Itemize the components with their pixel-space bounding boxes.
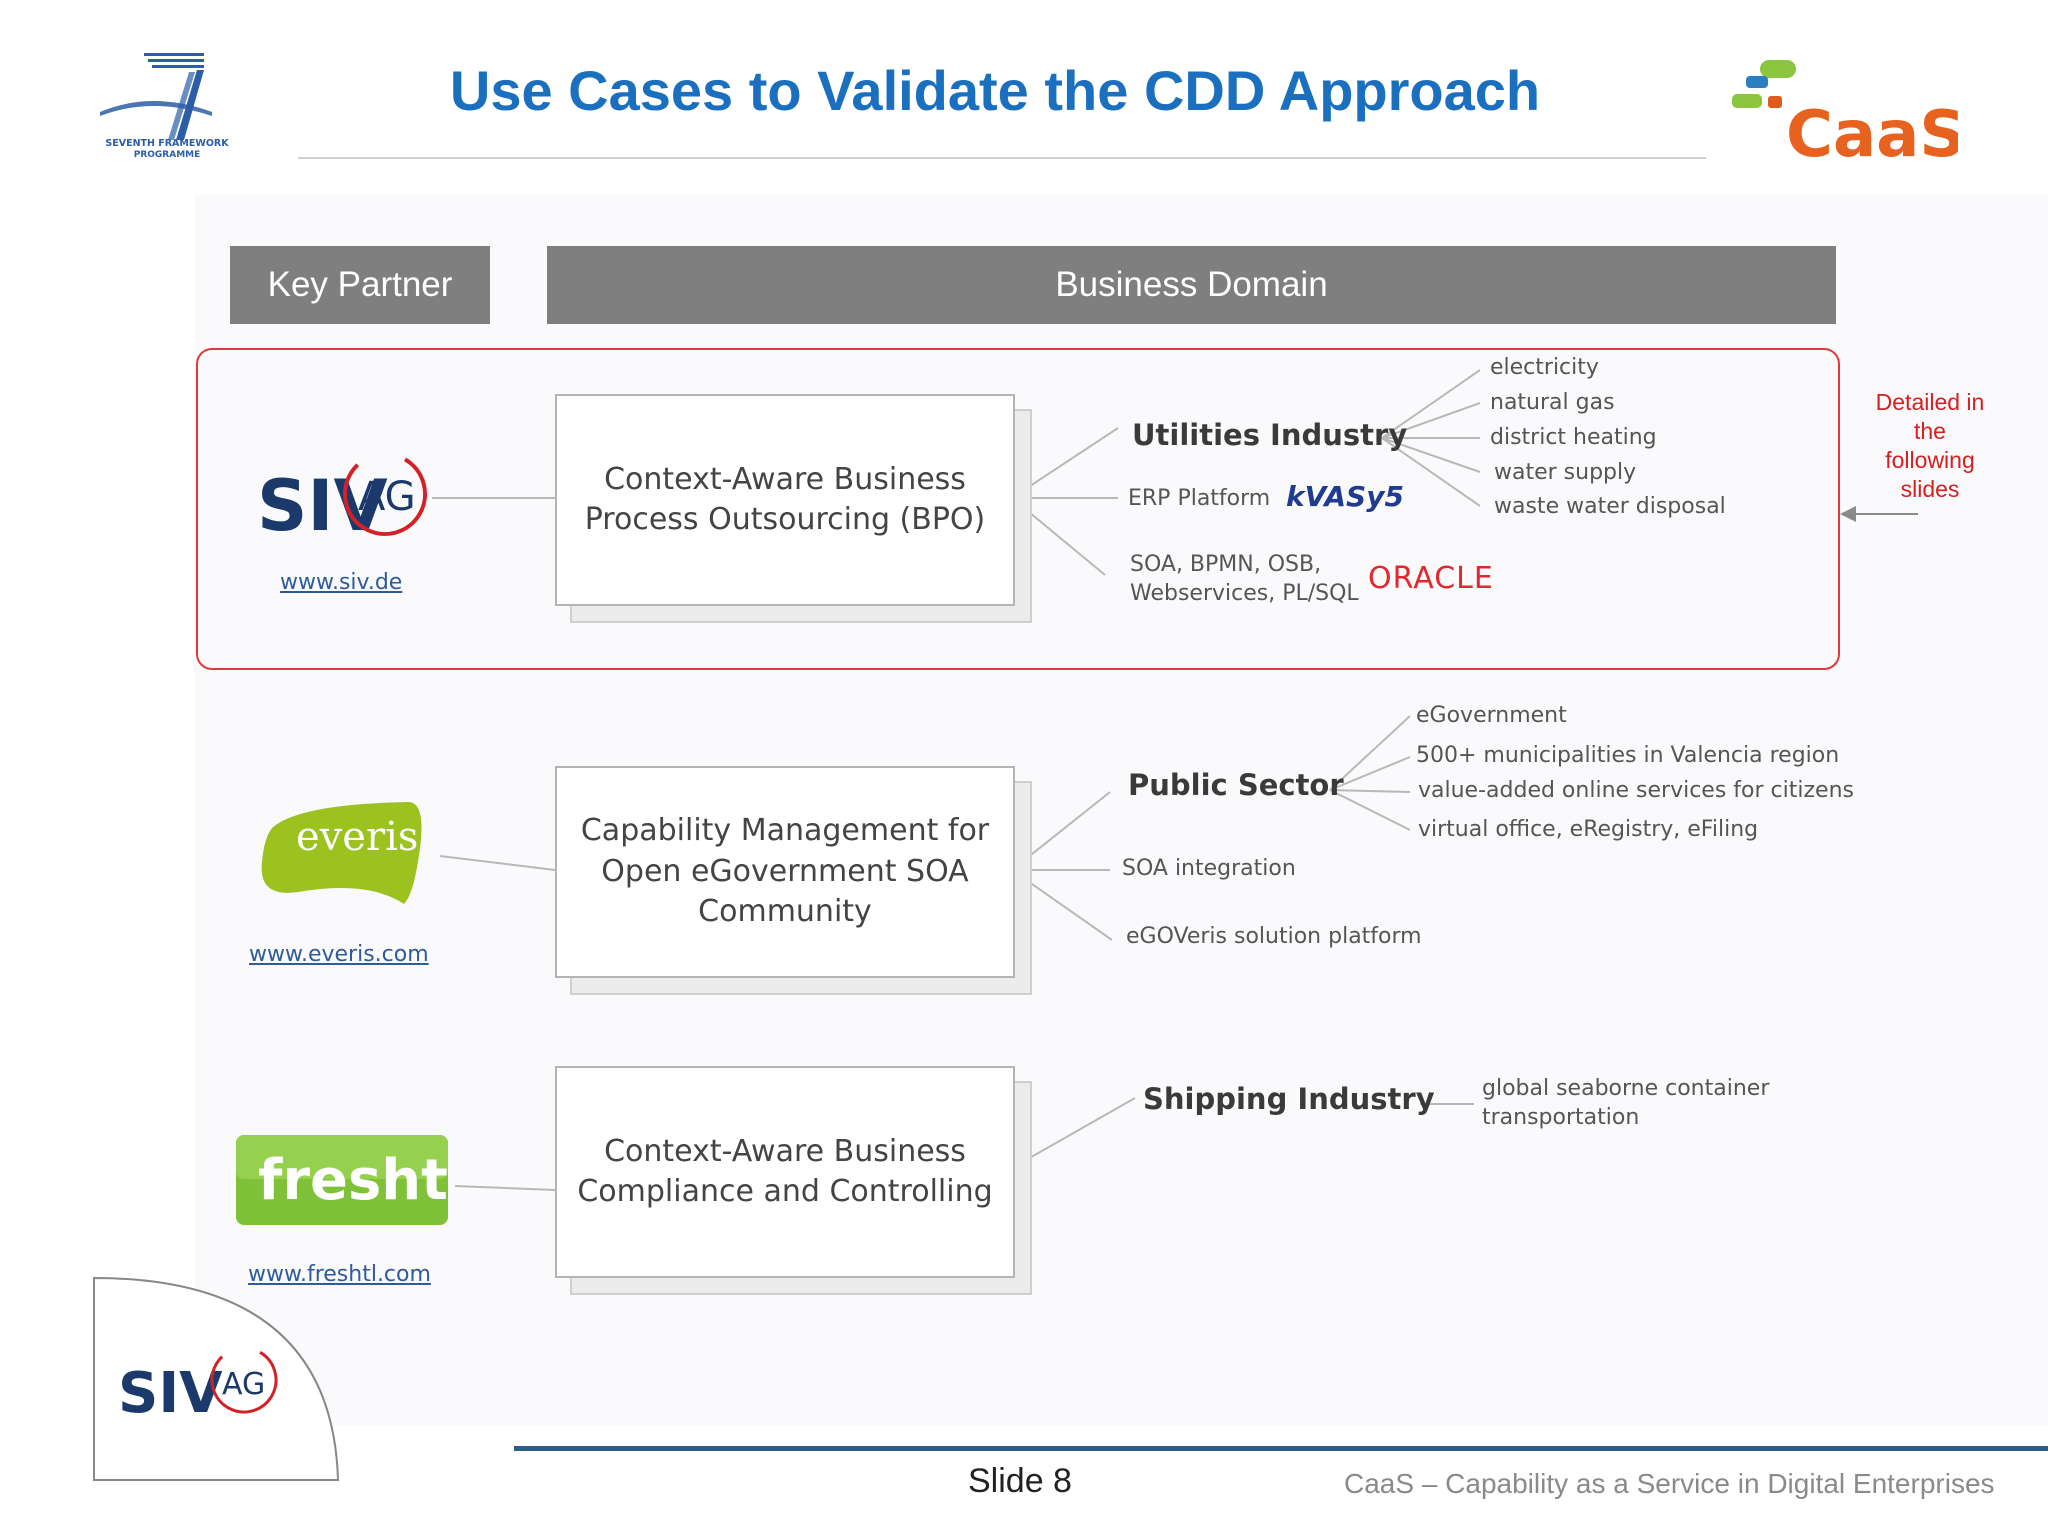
everis-blob-icon: everis [261, 802, 422, 904]
business-domain-header: Business Domain [547, 246, 1836, 324]
kvasy-logo: kVASy5 [1286, 480, 1404, 513]
footer-caption: CaaS – Capability as a Service in Digita… [1344, 1468, 1995, 1499]
oracle-logo: ORACLE [1368, 561, 1494, 596]
footer-divider [514, 1446, 2048, 1451]
detail-item: electricity [1490, 355, 1599, 380]
svg-text:PROGRAMME: PROGRAMME [134, 150, 201, 160]
title-divider [298, 157, 1706, 159]
detail-item: virtual office, eRegistry, eFiling [1418, 817, 1759, 842]
detail-item: district heating [1490, 425, 1657, 450]
tech-soa-integration: SOA integration [1122, 856, 1296, 881]
svg-text:SIV: SIV [118, 1361, 223, 1426]
slide-title: Use Cases to Validate the CDD Approach [449, 59, 1541, 122]
tech-erp: ERP Platform [1128, 486, 1271, 511]
use-case-box-compliance: Context-Aware Business Compliance and Co… [555, 1066, 1015, 1278]
svg-text:SEVENTH FRAMEWORK: SEVENTH FRAMEWORK [105, 138, 229, 149]
domain-shipping: Shipping Industry [1143, 1082, 1435, 1116]
highlight-frame [196, 348, 1840, 670]
svg-text:AG: AG [358, 474, 416, 520]
content-background [195, 195, 2048, 1425]
key-partner-header: Key Partner [230, 246, 490, 324]
partner-link-siv[interactable]: www.siv.de [280, 570, 403, 595]
partner-link-everis[interactable]: www.everis.com [249, 942, 429, 967]
freshtl-badge-icon: freshtl [236, 1135, 467, 1225]
svg-text:CaaS: CaaS [1786, 98, 1958, 166]
detail-item: water supply [1494, 460, 1637, 485]
use-case-box-bpo: Context-Aware Business Process Outsourci… [555, 394, 1015, 606]
detailed-note: Detailed in the following slides [1875, 389, 1985, 502]
detail-item: eGovernment [1416, 703, 1567, 728]
fp7-logo: SEVENTH FRAMEWORK PROGRAMME [92, 50, 242, 165]
slide-number: Slide 8 [968, 1462, 1072, 1500]
freshtl-logo: freshtl [236, 1135, 467, 1225]
tech-egoveris: eGOVeris solution platform [1126, 924, 1422, 949]
caas-logo: CaaS [1728, 56, 1965, 172]
caas-squares-icon: CaaS [1732, 60, 1965, 172]
svg-text:SIV: SIV [257, 465, 388, 547]
detail-item: value-added online services for citizens [1418, 778, 1854, 803]
detail-item: global seaborne container transportation [1482, 1076, 1770, 1130]
sivag-logo: SIV AG [255, 448, 435, 548]
corner-logo: SIV AG [92, 1276, 342, 1482]
use-case-box-egov: Capability Management for Open eGovernme… [555, 766, 1015, 978]
detail-item: natural gas [1490, 390, 1615, 415]
domain-utilities: Utilities Industry [1132, 418, 1408, 452]
svg-text:freshtl: freshtl [258, 1148, 448, 1213]
detail-item: waste water disposal [1494, 494, 1726, 519]
domain-public-sector: Public Sector [1128, 768, 1344, 802]
partner-link-freshtl[interactable]: www.freshtl.com [248, 1262, 431, 1287]
svg-text:AG: AG [222, 1367, 265, 1402]
sivag-logo-icon: SIV AG [257, 452, 427, 547]
tech-soa: SOA, BPMN, OSB, Webservices, PL/SQL [1130, 552, 1359, 606]
fp7-seven-icon: SEVENTH FRAMEWORK PROGRAMME [100, 53, 229, 160]
svg-text:everis: everis [296, 814, 418, 860]
corner-quarter-icon: SIV AG [93, 1276, 340, 1481]
everis-logo: everis [258, 798, 428, 910]
arrow-left-icon [1840, 506, 1856, 522]
detail-item: 500+ municipalities in Valencia region [1416, 743, 1840, 768]
